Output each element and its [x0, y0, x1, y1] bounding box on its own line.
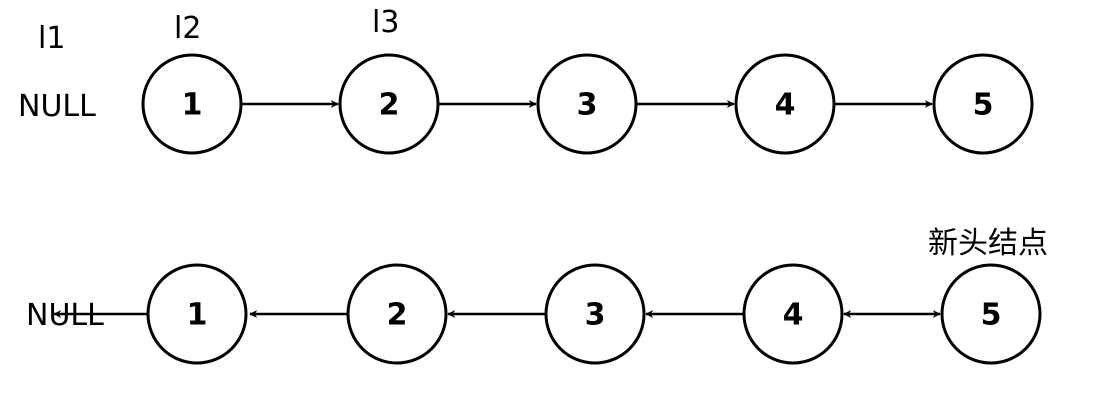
top-node-4-circle: [734, 53, 836, 155]
bottom-node-2: 2: [346, 263, 448, 365]
bottom-node-1-label: 1: [187, 298, 208, 333]
top-node-5-label: 5: [973, 88, 994, 123]
top-node-5-circle: [932, 53, 1034, 155]
bottom-node-5-label: 5: [981, 298, 1002, 333]
top-node-5: 5: [932, 53, 1034, 155]
top-null-label: NULL: [18, 89, 96, 124]
top-node-1-circle: [141, 53, 243, 155]
top-node-4: 4: [734, 53, 836, 155]
top-node-2-circle: [338, 53, 440, 155]
bottom-node-2-circle: [346, 263, 448, 365]
bottom-node-4: 4: [742, 263, 844, 365]
bottom-node-4-label: 4: [783, 298, 804, 333]
new-head-label: 新头结点: [928, 226, 1048, 261]
top-node-2-label: 2: [379, 88, 400, 123]
top-node-3: 3: [536, 53, 638, 155]
bottom-node-3-label: 3: [585, 298, 606, 333]
bottom-node-5: 5: [940, 263, 1042, 365]
top-node-3-label: 3: [577, 88, 598, 123]
bottom-node-4-circle: [742, 263, 844, 365]
pointer-label-l2: l2: [174, 11, 201, 46]
top-node-1-label: 1: [182, 88, 203, 123]
bottom-node-1: 1: [146, 263, 248, 365]
pointer-label-l1: l1: [38, 21, 65, 56]
top-node-1: 1: [141, 53, 243, 155]
bottom-node-2-label: 2: [387, 298, 408, 333]
top-node-2: 2: [338, 53, 440, 155]
bottom-node-3: 3: [544, 263, 646, 365]
bottom-null-label: NULL: [26, 298, 104, 333]
bottom-node-1-circle: [146, 263, 248, 365]
bottom-node-3-circle: [544, 263, 646, 365]
pointer-label-l3: l3: [372, 5, 399, 40]
bottom-node-5-circle: [940, 263, 1042, 365]
top-node-4-label: 4: [775, 88, 796, 123]
top-node-3-circle: [536, 53, 638, 155]
